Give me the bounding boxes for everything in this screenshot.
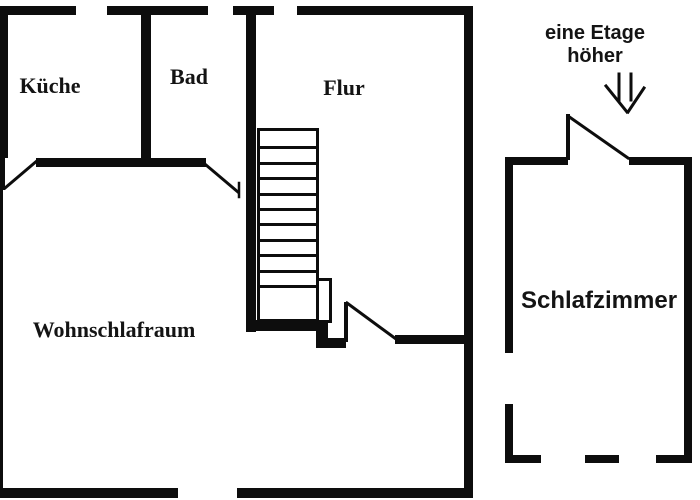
outer-wall-bottom-1	[0, 488, 178, 498]
wall-stairs-bottom	[246, 320, 324, 331]
outer-wall-top-1	[0, 6, 76, 15]
schlafzimmer-wall-left-upper	[505, 157, 513, 353]
stair-tread	[260, 208, 316, 211]
stair-tread	[260, 193, 316, 196]
stair-tread	[260, 285, 316, 288]
flur-door-jamb	[344, 302, 348, 342]
stair-tread	[260, 270, 316, 273]
outer-wall-right	[464, 6, 473, 498]
schlafzimmer-door-swing	[565, 113, 631, 161]
flur-door-swing	[344, 300, 399, 342]
stair-tread	[260, 254, 316, 257]
room-label-wohnschlafraum: Wohnschlafraum	[32, 317, 196, 342]
wall-kueche-bad	[141, 15, 151, 167]
schlafzimmer-wall-bottom-1	[505, 455, 541, 463]
schlafzimmer-wall-bottom-3	[656, 455, 692, 463]
room-label-bad: Bad	[170, 64, 208, 89]
room-label-flur: Flur	[323, 75, 365, 100]
outer-wall-top-2	[107, 6, 208, 15]
room-label-schlafzimmer: Schlafzimmer	[520, 287, 678, 314]
kueche-door-jamb	[0, 158, 5, 190]
wall-kueche-bottom	[36, 158, 206, 167]
outer-wall-left-lower	[0, 158, 3, 498]
schlafzimmer-wall-bottom-2	[585, 455, 619, 463]
kueche-door-swing	[2, 157, 41, 191]
stair-tread	[260, 223, 316, 226]
annotation-line-2: höher	[567, 45, 623, 67]
staircase	[257, 128, 319, 322]
down-arrow-icon	[603, 72, 647, 115]
stair-railing	[316, 278, 332, 323]
stair-tread	[260, 146, 316, 149]
stair-tread	[260, 239, 316, 242]
wall-bad-flur	[246, 15, 256, 332]
stair-tread	[260, 162, 316, 165]
outer-wall-bottom-2	[237, 488, 473, 498]
room-label-kueche: Küche	[19, 73, 81, 98]
stair-tread	[260, 177, 316, 180]
outer-wall-left-upper	[0, 6, 8, 158]
bad-door-swing	[203, 162, 241, 195]
schlafzimmer-wall-top-2	[629, 157, 692, 165]
schlafzimmer-wall-right	[684, 157, 692, 463]
schlafzimmer-wall-top-1	[508, 157, 568, 165]
wall-flur-bottom	[395, 335, 465, 344]
outer-wall-top-3	[233, 6, 274, 15]
annotation-line-1: eine Etage	[544, 22, 646, 44]
annotation-eine-etage-hoeher: eine Etage höher	[545, 22, 645, 68]
schlafzimmer-wall-left-lower	[505, 404, 513, 463]
outer-wall-top-4	[297, 6, 473, 15]
schlafzimmer-door-jamb	[566, 114, 570, 160]
wall-step-horizontal	[316, 338, 346, 348]
